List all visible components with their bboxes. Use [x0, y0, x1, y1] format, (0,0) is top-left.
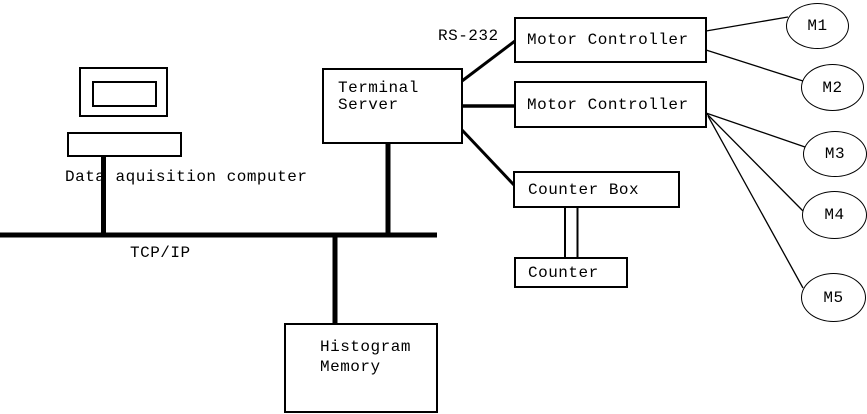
mc1-m2-line: [705, 49, 804, 82]
motor-m5-label: M5: [823, 288, 844, 307]
motor-m1-label: M1: [807, 17, 828, 35]
rs232-link-mc1-line: [461, 39, 516, 83]
terminal-server-box: Terminal Server: [322, 68, 463, 144]
motor-m1-ellipse: M1: [786, 3, 849, 49]
motor-controller-1-label: Motor Controller: [527, 31, 689, 49]
motor-m2-ellipse: M2: [801, 64, 864, 111]
motor-controller-1-box: Motor Controller: [514, 17, 707, 63]
motor-m2-label: M2: [822, 78, 843, 97]
histogram-memory-box: Histogram Memory: [284, 323, 438, 413]
terminal-server-label-line2: Server: [338, 96, 399, 114]
motor-m3-label: M3: [824, 145, 846, 163]
terminal-counterbox-link-line: [460, 128, 516, 187]
tcpip-label: TCP/IP: [130, 244, 191, 262]
motor-m4-label: M4: [824, 206, 845, 224]
motor-m5-ellipse: M5: [801, 273, 866, 322]
motor-m3-ellipse: M3: [803, 131, 867, 177]
motor-m4-ellipse: M4: [802, 191, 867, 239]
mc2-m5-line: [707, 115, 804, 289]
mc2-m4-line: [706, 113, 805, 213]
mc2-m3-line: [705, 112, 806, 148]
motor-controller-2-box: Motor Controller: [514, 81, 707, 128]
counter-box-box: Counter Box: [513, 171, 680, 208]
counter-box: Counter: [514, 257, 628, 288]
histogram-memory-label-line2: Memory: [320, 358, 381, 376]
counter-box-label: Counter Box: [528, 180, 640, 199]
motor-controller-2-label: Motor Controller: [527, 95, 689, 114]
computer-keyboard-icon: [67, 132, 182, 157]
computer-screen-icon: [92, 81, 157, 107]
rs232-label: RS-232: [438, 27, 499, 45]
counter-label: Counter: [528, 263, 599, 282]
daq-computer-caption: Data aquisition computer: [65, 168, 308, 186]
histogram-memory-label-line1: Histogram: [320, 338, 411, 356]
terminal-server-label-line1: Terminal: [338, 79, 419, 97]
mc1-m1-line: [705, 16, 789, 32]
